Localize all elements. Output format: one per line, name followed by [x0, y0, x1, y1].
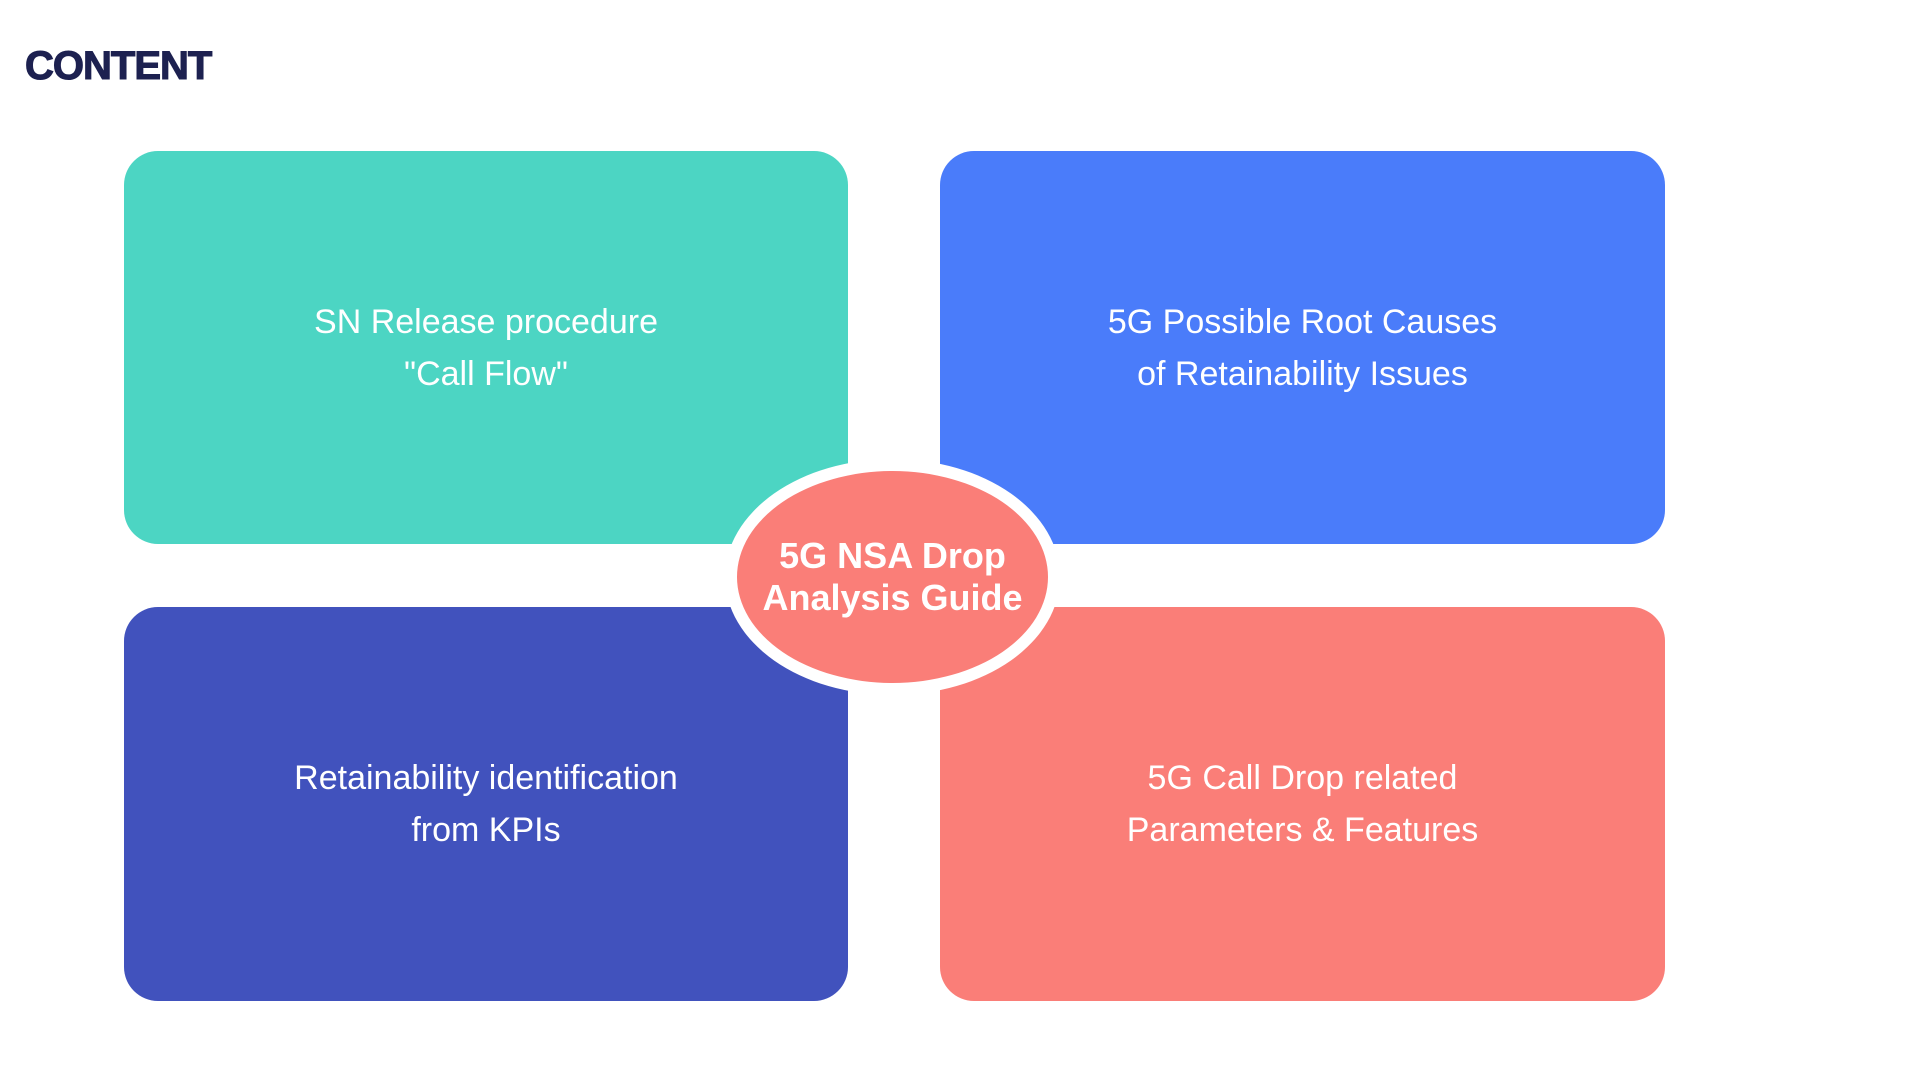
card-text: 5G Call Drop related Parameters & Featur…	[1127, 752, 1478, 856]
card-title-line: "Call Flow"	[404, 354, 568, 393]
center-badge-5g-nsa-drop-analysis-guide: 5G NSA Drop Analysis Guide	[725, 459, 1060, 695]
card-text: Retainability identification from KPIs	[294, 752, 678, 856]
card-retainability-identification: Retainability identification from KPIs	[124, 607, 848, 1001]
card-5g-call-drop-related-parameters: 5G Call Drop related Parameters & Featur…	[940, 607, 1665, 1001]
card-text: SN Release procedure "Call Flow"	[314, 296, 658, 400]
card-title-line: Retainability identification	[294, 759, 678, 797]
card-title-line: from KPIs	[411, 811, 561, 849]
page-title: CONTENT	[24, 43, 212, 88]
center-badge-line: Analysis Guide	[762, 577, 1023, 618]
card-title-line: SN Release procedure	[314, 302, 658, 341]
card-title-line: 5G Call Drop related	[1147, 759, 1458, 797]
center-badge-text: 5G NSA Drop Analysis Guide	[762, 535, 1022, 619]
card-5g-possible-root-causes: 5G Possible Root Causes of Retainability…	[940, 151, 1665, 544]
card-sn-release-procedure: SN Release procedure "Call Flow"	[124, 151, 848, 544]
center-badge-line: 5G NSA Drop	[779, 535, 1006, 576]
card-title-line: 5G Possible Root Causes	[1107, 302, 1498, 341]
card-text: 5G Possible Root Causes of Retainability…	[1108, 296, 1497, 400]
card-title-line: of Retainability Issues	[1137, 354, 1468, 393]
card-title-line: Parameters & Features	[1126, 811, 1479, 849]
